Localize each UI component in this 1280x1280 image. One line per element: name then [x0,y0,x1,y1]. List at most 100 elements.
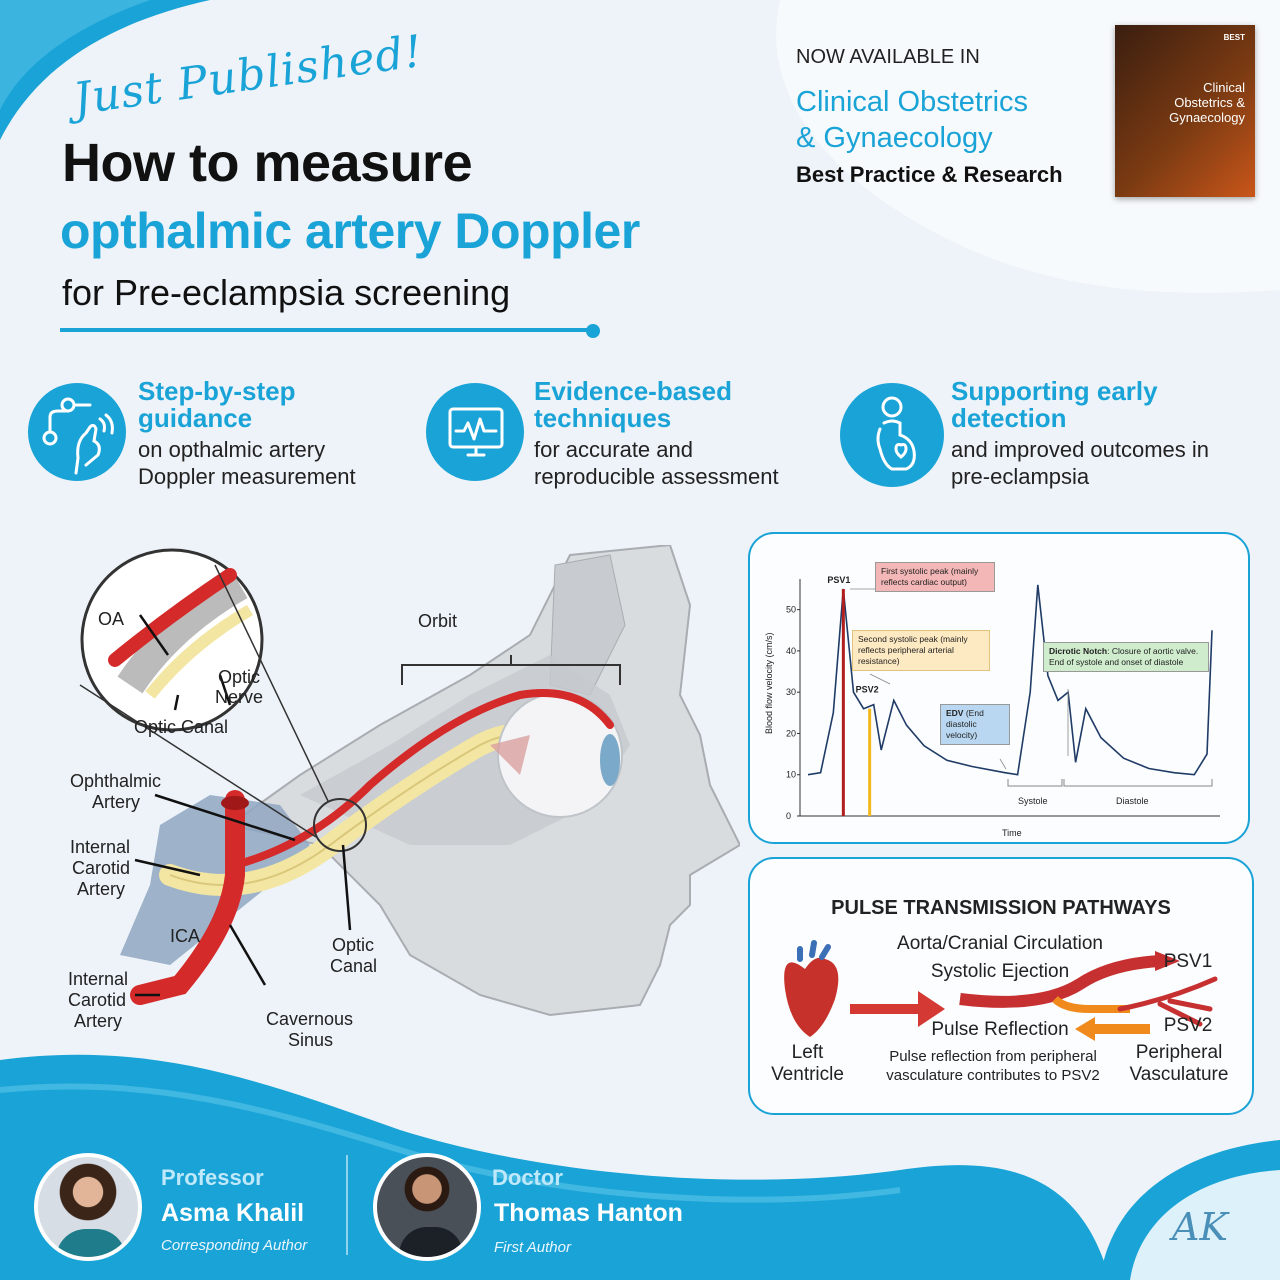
diastole-label: Diastole [1116,796,1149,806]
y-ticks: 0 10 20 30 40 50 [786,605,800,821]
y-tick-label: 40 [786,646,796,656]
systolic-ejection-label: Systolic Ejection [930,961,1070,982]
edv-annotation: EDV (End diastolic velocity) [940,704,1010,745]
note-line1: Pulse reflection from peripheral [889,1048,1097,1065]
label-optic-nerve-1: Optic [218,667,260,687]
label-ica-lower-1: Internal [68,969,128,989]
feature-desc-line2: reproducible assessment [534,464,779,489]
notch-rest: : Closure of aortic valve. End of systol… [1049,646,1199,667]
zoom-lines [79,564,329,838]
label-optic-nerve-2: Nerve [215,687,263,707]
lv-line2: Ventricle [771,1064,844,1085]
y-tick-label: 20 [786,728,796,738]
author-role: Professor [161,1165,264,1190]
notch-bold: Dicrotic Notch [1049,646,1108,656]
psv2-label: PSV2 [856,685,879,695]
page-title-line2: opthalmic artery Doppler [60,203,640,259]
author-name: Asma Khalil [161,1199,305,1227]
pathways-diagram [784,940,1218,1041]
ejection-arrow [850,991,945,1027]
cover-line3: Gynaecology [1169,110,1245,125]
label-ica-lower-3: Artery [74,1011,122,1031]
psv1-label: PSV1 [827,575,850,585]
author-title: Corresponding Author [161,1237,308,1254]
feature-step-by-step: Step-by-step guidance on opthalmic arter… [28,378,398,493]
heart-icon [784,940,839,1037]
feature-desc: for accurate and reproducible assessment [534,436,779,490]
feature-desc-line2: Doppler measurement [138,464,356,489]
label-ica-upper-2: Carotid [72,858,130,878]
monitor-pulse-icon [426,383,524,481]
psv2-label: PSV2 [1163,1015,1213,1036]
avatar-thomas-hanton [373,1153,481,1261]
reflection-arrowhead [1075,1017,1095,1041]
feature-title-line1: Step-by-step [138,376,296,406]
feature-early-detection: Supporting early detection and improved … [840,378,1270,493]
waveform-line [807,584,1213,776]
pregnant-heart-icon [840,383,944,487]
inset-artery [108,568,237,667]
note-line2: vasculature contributes to PSV2 [886,1067,1100,1084]
anatomy-illustration: OA Optic Nerve Optic Canal Orbit Ophthal… [68,545,740,1050]
label-ophthalmic-1: Ophthalmic [70,771,161,791]
feature-title: Supporting early detection [951,378,1158,432]
label-ica: ICA [170,926,200,946]
x-axis-label: Time [1002,828,1022,838]
eye-muscle [490,735,530,775]
lv-line1: Left [791,1042,824,1063]
feature-desc-line2: pre-eclampsia [951,464,1090,489]
journal-cover[interactable]: BEST Clinical Obstetrics & Gynaecology [1115,25,1255,197]
y-tick-label: 50 [786,605,796,615]
y-tick-label: 30 [786,687,796,697]
internal-carotid-artery [130,790,245,1005]
feature-desc: and improved outcomes in pre-eclampsia [951,436,1209,490]
pv-line1: Peripheral [1135,1042,1223,1063]
journal-series: Best Practice & Research [796,162,1063,187]
cover-brand: BEST [1223,33,1245,42]
orbit-bracket [401,655,621,685]
journal-name-line2: & Gynaecology [796,122,993,154]
y-axis-label: Blood flow velocity (cm/s) [764,632,774,734]
avatar-asma-khalil [34,1153,142,1261]
feature-title-line1: Evidence-based [534,376,732,406]
feature-title-line2: guidance [138,403,253,433]
journal-name: Clinical Obstetrics & Gynaecology [796,84,1028,156]
author-role: Doctor [492,1165,563,1190]
hand-probe-icon [28,383,126,481]
y-tick-label: 10 [786,770,796,780]
ophthalmic-artery [231,689,614,869]
author-name: Thomas Hanton [494,1199,683,1227]
feature-desc-line1: and improved outcomes in [951,437,1210,462]
doppler-chart: Blood flow velocity (cm/s) Time 0 10 20 30 4… [764,575,1220,838]
dicrotic-notch-annotation: Dicrotic Notch: Closure of aortic valve.… [1043,642,1209,672]
feature-desc-line1: on opthalmic artery [138,437,326,462]
label-optic-canal-1: Optic [332,935,374,955]
label-oa: OA [98,609,124,629]
label-ica-upper-1: Internal [70,837,130,857]
label-ica-lower-2: Carotid [68,990,126,1010]
feature-desc-line1: for accurate and [534,437,693,462]
iris [600,734,620,786]
inset-canal [117,571,248,694]
label-ica-upper-3: Artery [77,879,125,899]
aorta-label: Aorta/Cranial Circulation [897,933,1103,954]
label-optic-canal-2: Canal [330,956,377,976]
edv-rest: (End diastolic velocity) [946,708,984,740]
systolic-ejection-path [959,955,1161,1008]
pv-line2: Vasculature [1129,1064,1229,1085]
label-pointers [134,614,352,997]
feature-evidence-based: Evidence-based techniques for accurate a… [426,378,826,493]
feature-desc: on opthalmic artery Doppler measurement [138,436,356,490]
signature-logo: AK [1172,1205,1228,1249]
artery-lumen [221,796,249,810]
y-tick-label: 0 [786,811,791,821]
cover-line1: Clinical [1203,80,1245,95]
second-peak-annotation: Second systolic peak (mainly reflects pe… [852,630,990,671]
phase-brackets [1007,779,1213,787]
label-orbit: Orbit [418,611,457,631]
pulse-reflection-label: Pulse Reflection [931,1019,1069,1040]
psv1-label: PSV1 [1163,951,1213,972]
